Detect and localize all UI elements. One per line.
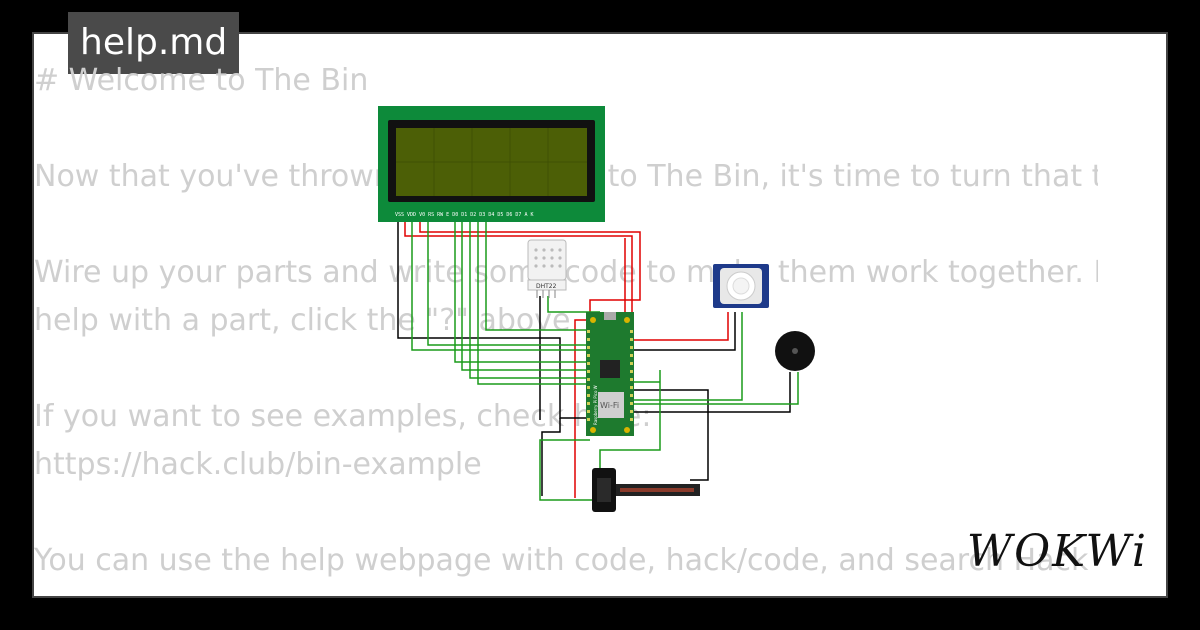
wires [397,222,799,501]
buzzer[interactable] [775,331,815,371]
slide-potentiometer[interactable] [592,468,700,512]
doc-line: You can use the help webpage with code, … [34,543,1098,578]
wire-black [541,418,561,496]
wire-green [485,222,590,331]
doc-line[interactable]: https://hack.club/bin-example [34,447,482,482]
doc-line [34,490,1098,538]
wire-green [461,222,590,371]
wire-green [547,296,600,313]
doc-line: If you want to see examples, check here: [34,399,652,434]
wire-red [419,222,641,336]
wire-red [632,312,729,341]
wire-black [632,372,791,413]
wire-green [427,222,590,346]
dht22-sensor[interactable]: DHT22 [527,239,567,298]
wire-black [632,389,709,481]
dht22-label: DHT22 [536,283,557,290]
wire-green [411,222,590,351]
wire-green [632,372,799,405]
lcd-display[interactable]: VSS VDD V0 RS RW E D0 D1 D2 D3 D4 D5 D6 … [378,106,605,222]
wire-red [574,319,590,498]
lcd-pins-label: VSS VDD V0 RS RW E D0 D1 D2 D3 D4 D5 D6 … [395,212,533,218]
wire-green [454,222,590,363]
wire-green [469,222,590,379]
pico-side-label: Raspberry Pi Pico W [593,385,598,425]
pico-w-board[interactable]: Wi-Fi Raspberry Pi Pico W [586,312,634,436]
wire-green [539,370,661,501]
doc-line: help with a part, click the "?" above [34,303,571,338]
file-tab[interactable]: help.md [68,12,240,74]
wire-green [477,222,590,385]
wokwi-logo: WOKWi [966,526,1148,577]
doc-line: # Welcome to The Bin [34,63,369,98]
wire-black [632,312,736,351]
wire-green [632,312,743,401]
pir-sensor[interactable] [713,264,769,308]
wire-black [397,222,590,419]
pico-wifi-label: Wi-Fi [600,401,619,410]
